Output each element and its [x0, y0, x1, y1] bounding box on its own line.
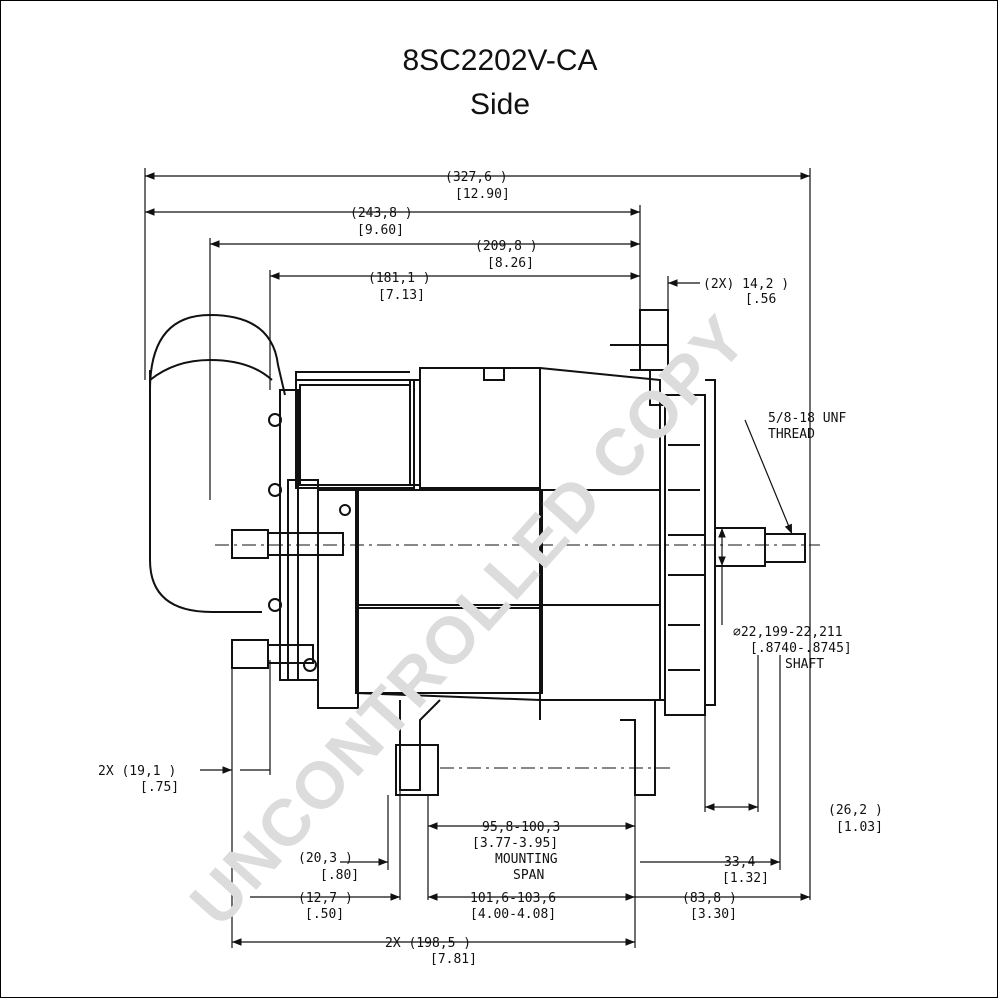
dim-262-in: [1.03]: [836, 820, 883, 835]
dim-1811-mm: (181,1 ): [368, 271, 431, 286]
dim-142-mm: (2X) 14,2 ): [703, 277, 789, 292]
dim-2438-mm: (243,8 ): [350, 206, 413, 221]
dim-142-in: [.56: [745, 292, 776, 307]
alternator-outline: [149, 309, 806, 796]
shaft-label-1: ⌀22,199-22,211: [733, 625, 843, 640]
dimension-lines: [144, 168, 811, 948]
dim-2098-in: [8.26]: [487, 256, 534, 271]
shaft-label-2: [.8740-.8745]: [750, 641, 852, 656]
dim-127-mm: (12,7 ): [298, 891, 353, 906]
dim-1811-in: [7.13]: [378, 288, 425, 303]
dim-span-label-1: MOUNTING: [495, 852, 558, 867]
dim-span-mm: 95,8-100,3: [482, 820, 560, 835]
dim-overall-in: [12.90]: [455, 187, 510, 202]
dim-2438-in: [9.60]: [357, 223, 404, 238]
drawing-title: 8SC2202V-CA: [402, 44, 598, 77]
uncontrolled-copy-watermark: UNCONTROLLED COPY: [175, 301, 761, 940]
centerlines: [215, 544, 820, 769]
dim-2098-mm: (209,8 ): [475, 239, 538, 254]
dim-191-mm: 2X (19,1 ): [98, 764, 176, 779]
dim-203-mm: (20,3 ): [298, 851, 353, 866]
thread-label-2: THREAD: [768, 427, 815, 442]
dimension-labels: (327,6 ) [12.90] (243,8 ) [9.60] (209,8 …: [98, 170, 883, 967]
dim-1985-mm: 2X (198,5 ): [385, 936, 471, 951]
dim-334-in: [1.32]: [722, 871, 769, 886]
dim-191-in: [.75]: [140, 780, 179, 795]
dim-1016-in: [4.00-4.08]: [470, 907, 556, 922]
thread-label-1: 5/8-18 UNF: [768, 411, 846, 426]
dim-span-in: [3.77-3.95]: [472, 836, 558, 851]
drawing-subtitle: Side: [469, 88, 531, 121]
dim-span-label-2: SPAN: [513, 868, 544, 883]
dim-334-mm: 33,4: [724, 855, 755, 870]
dim-262-mm: (26,2 ): [828, 803, 883, 818]
dim-838-mm: (83,8 ): [682, 891, 737, 906]
dim-127-in: [.50]: [305, 907, 344, 922]
shaft-label-3: SHAFT: [785, 657, 824, 672]
dim-203-in: [.80]: [320, 868, 359, 883]
dim-1016-mm: 101,6-103,6: [470, 891, 556, 906]
dim-overall-mm: (327,6 ): [445, 170, 508, 185]
dim-838-in: [3.30]: [690, 907, 737, 922]
dim-1985-in: [7.81]: [430, 952, 477, 967]
